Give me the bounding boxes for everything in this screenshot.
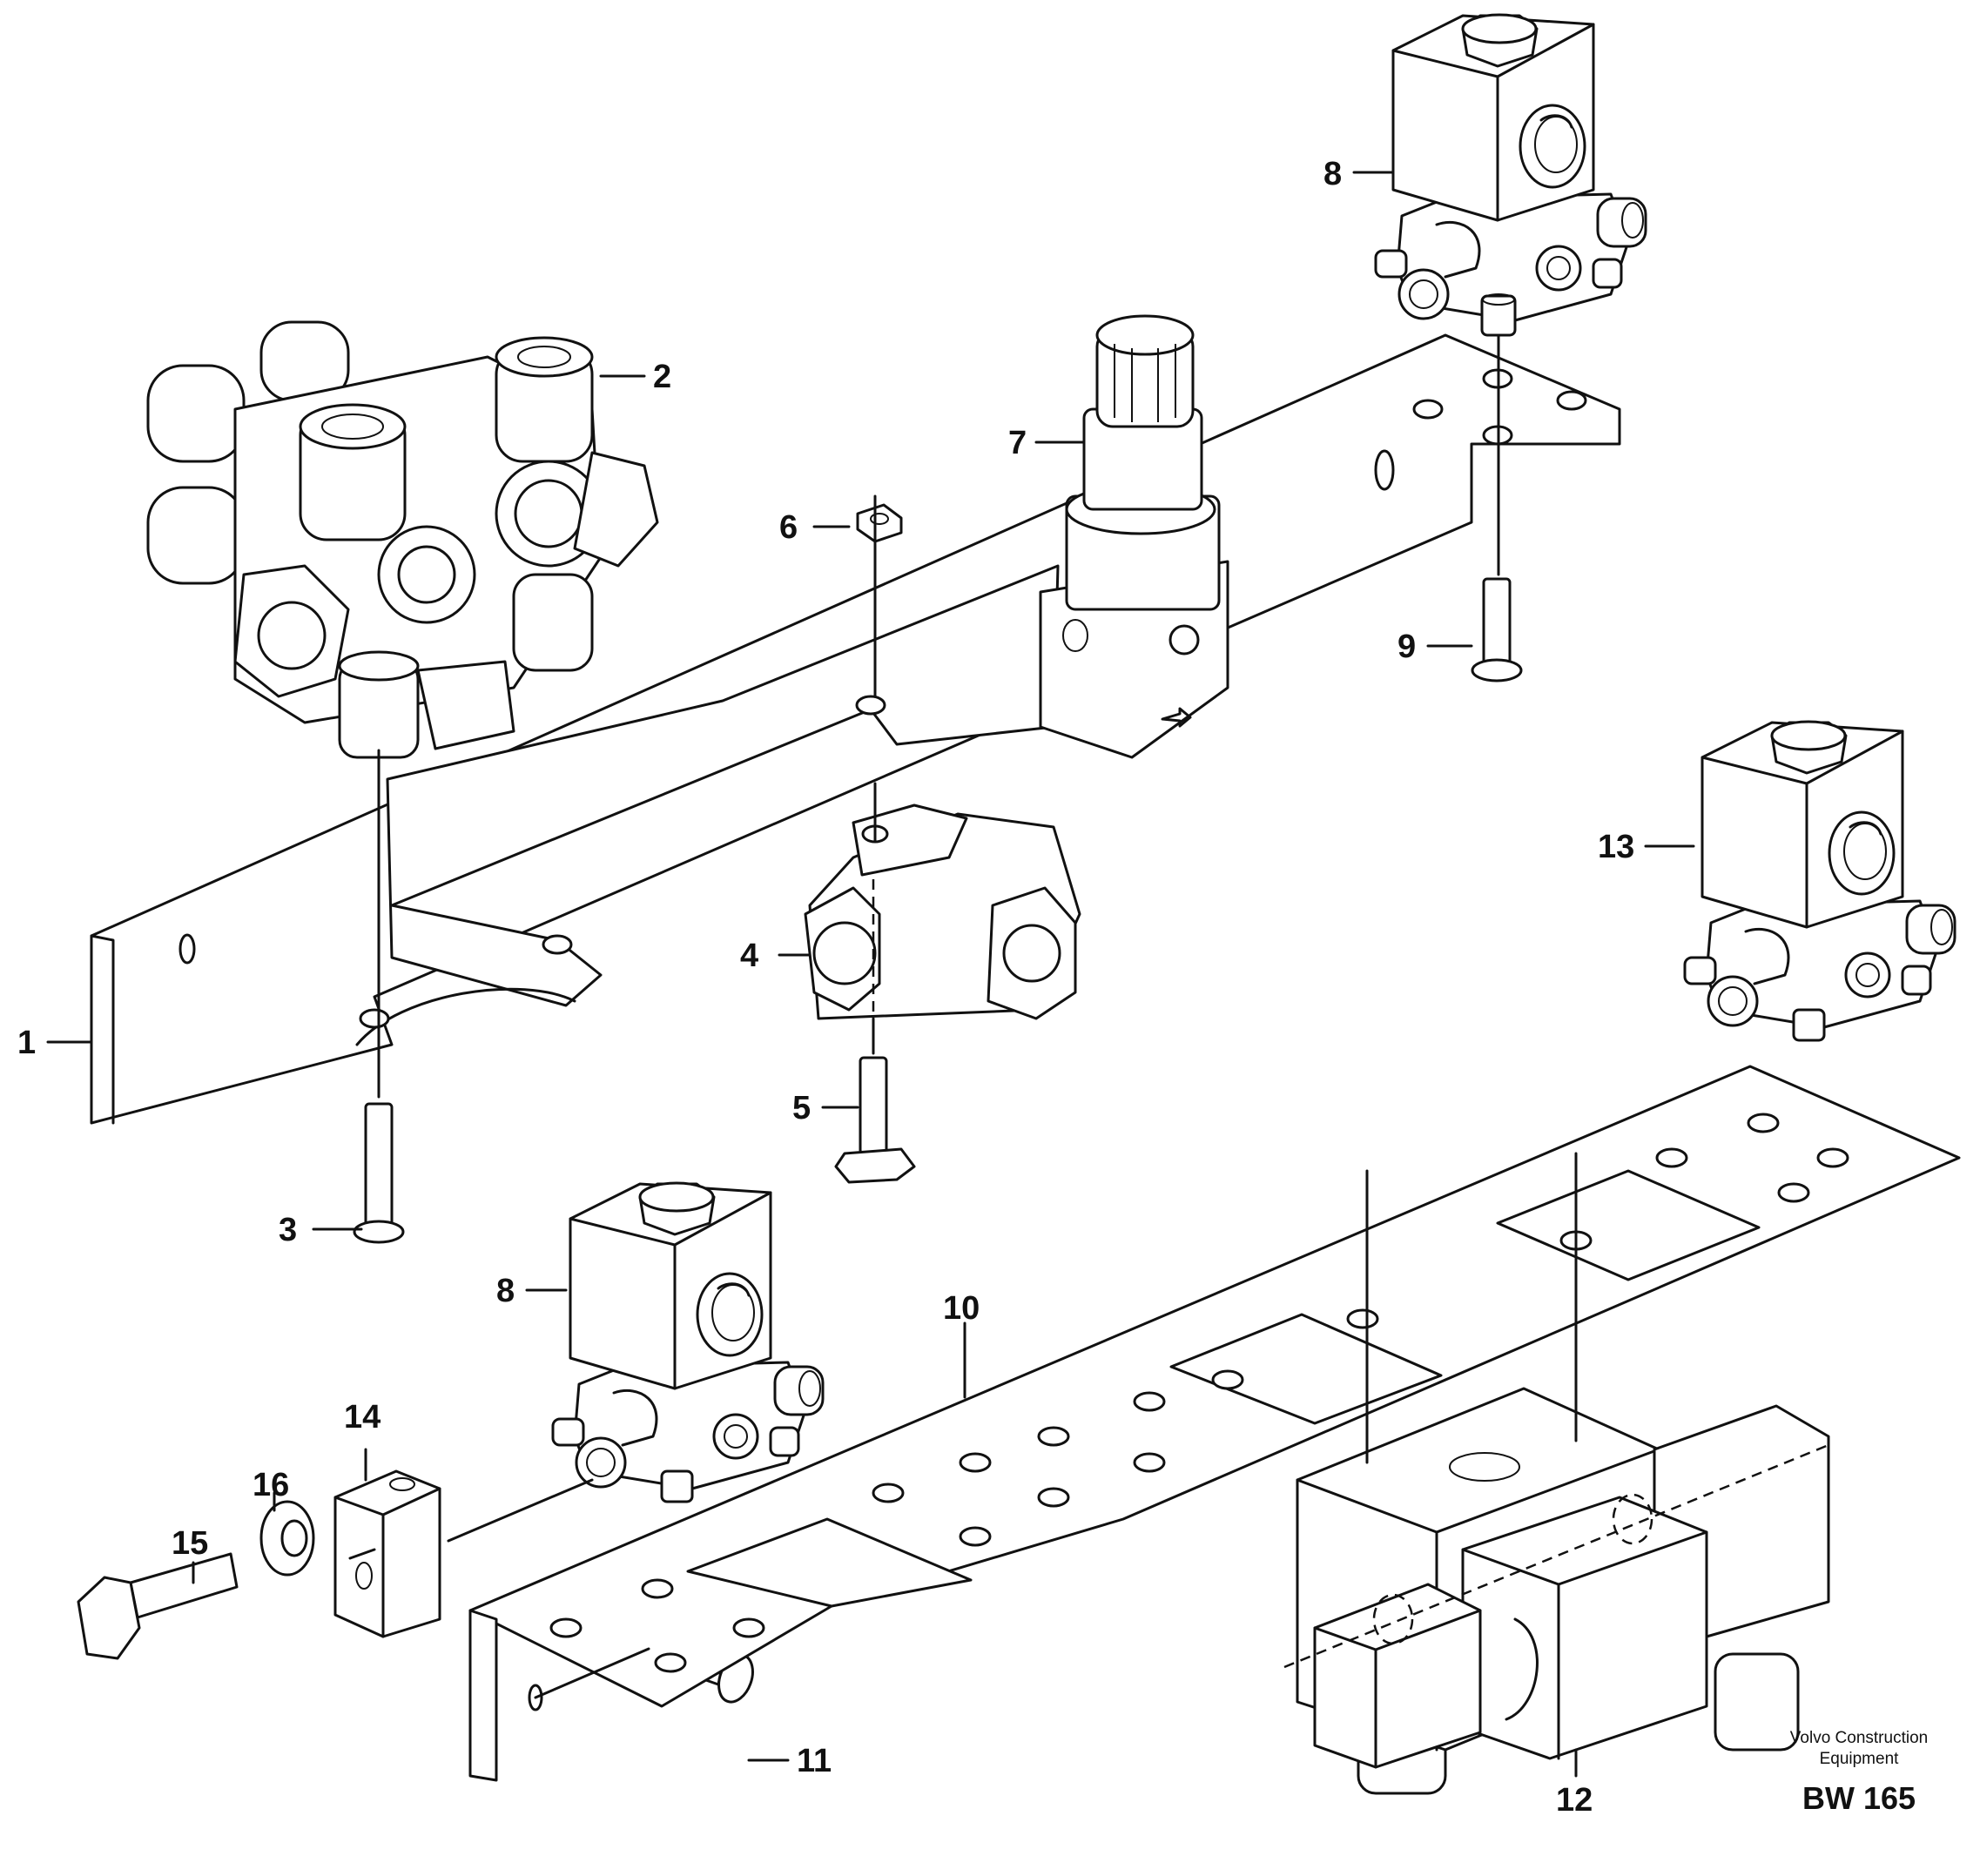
- bracket-hole-icon: [855, 695, 886, 716]
- callout-6: 6: [779, 509, 798, 546]
- callout-4: 4: [740, 938, 758, 974]
- hex-bolt-part-15: [77, 1552, 239, 1660]
- assembly-lines: [348, 333, 1578, 1699]
- callout-2: 2: [653, 359, 671, 395]
- callout-9: 9: [1397, 629, 1416, 665]
- callout-1: 1: [17, 1025, 36, 1061]
- callout-8-lower: 8: [496, 1273, 515, 1309]
- credit-line-2: Equipment: [1820, 1750, 1900, 1768]
- callout-10: 10: [943, 1290, 980, 1327]
- flange-screw-part-5: [834, 1056, 916, 1184]
- leader-lines: [46, 171, 1695, 1778]
- pressure-regulator-part-7: [1039, 314, 1229, 759]
- bracket-slot-icon: [1374, 449, 1395, 491]
- washer-part-16: [259, 1500, 315, 1577]
- bracket-hole-icon: [1556, 390, 1587, 411]
- valve-block-part-2: [146, 320, 659, 759]
- bracket-hole-icon: [178, 933, 196, 965]
- callout-16: 16: [253, 1467, 289, 1503]
- tee-connector-part-4: [804, 804, 1081, 1020]
- callout-8-upper: 8: [1323, 156, 1342, 192]
- hex-nut-part-6: [856, 503, 903, 543]
- callout-5: 5: [792, 1090, 811, 1126]
- block-part-14: [333, 1469, 441, 1638]
- bracket-hole-icon: [1412, 399, 1444, 420]
- callout-15: 15: [172, 1525, 208, 1562]
- callout-11: 11: [797, 1743, 832, 1779]
- callout-7: 7: [1008, 425, 1027, 461]
- screw-part-3: [353, 1102, 405, 1244]
- solenoid-valve-part-8-lower: [551, 1181, 825, 1503]
- screw-part-9: [1471, 577, 1523, 682]
- solenoid-valve-part-13: [1683, 720, 1956, 1042]
- bracket-hole-icon: [542, 934, 573, 955]
- directional-valve-part-12: [1283, 1387, 1830, 1795]
- callout-12: 12: [1556, 1782, 1593, 1819]
- drawing-code: BW 165: [1802, 1780, 1916, 1816]
- credit-line-1: Volvo Construction: [1790, 1729, 1928, 1747]
- lower-mounting-bracket-part-10: [468, 1065, 1961, 1782]
- solenoid-valve-part-8-upper: [1374, 13, 1647, 335]
- callout-13: 13: [1598, 829, 1634, 865]
- callout-14: 14: [344, 1399, 381, 1436]
- callout-3: 3: [279, 1212, 297, 1248]
- spacer-part-8-top: [1480, 293, 1517, 337]
- bracket-hole-icon: [359, 1008, 390, 1029]
